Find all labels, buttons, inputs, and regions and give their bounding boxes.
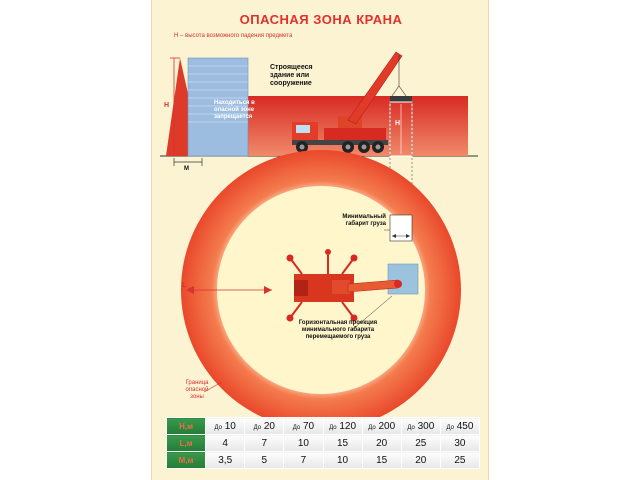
table-cell: 4: [205, 434, 246, 452]
table-cell: 25: [439, 451, 481, 469]
table-cell: 7: [283, 451, 324, 469]
cell-value: 200: [378, 420, 396, 432]
cell-value: 10: [337, 454, 349, 466]
building-floors: [188, 65, 248, 123]
m-label: M: [184, 166, 189, 172]
table-cell: До 70: [283, 417, 324, 435]
table-cell: 30: [439, 434, 481, 452]
l-label: L: [182, 282, 187, 289]
table-row: L,м 4 7 10 15 20 25 30: [165, 434, 481, 452]
table-cell: До 300: [400, 417, 441, 435]
table-cell: 10: [283, 434, 324, 452]
table-cell: 15: [322, 434, 363, 452]
cell-value: 4: [222, 437, 228, 449]
building: [187, 57, 249, 157]
table-cell: 3,5: [205, 451, 246, 469]
row-header: H,м: [165, 417, 207, 435]
table-cell: До 10: [205, 417, 246, 435]
poster-title: ОПАСНАЯ ЗОНА КРАНА: [239, 12, 403, 27]
table-cell: До 450: [439, 417, 481, 435]
cell-value: 120: [339, 420, 357, 432]
row-header: M,м: [165, 451, 207, 469]
cell-value: 25: [454, 454, 466, 466]
boundary-label: Граница опасной зоны: [185, 380, 209, 400]
table-cell: 15: [361, 451, 402, 469]
min-size-label: Минимальный габарит груза: [342, 214, 386, 227]
cell-prefix: До: [253, 424, 262, 431]
table-cell: 10: [322, 451, 363, 469]
cell-value: 7: [261, 437, 268, 449]
table-cell: 25: [400, 434, 441, 452]
table-cell: До 20: [244, 417, 285, 435]
cell-value: 15: [376, 454, 388, 466]
cell-value: 30: [454, 437, 466, 449]
h-right-label: H: [395, 120, 401, 127]
h-left-label: H: [164, 102, 170, 109]
table-cell: 20: [400, 451, 441, 469]
cell-value: 10: [297, 437, 309, 449]
min-load-box: [389, 214, 413, 242]
danger-note-label: Находиться в опасной зоне запрещается: [214, 100, 255, 120]
table-cell: 7: [244, 434, 285, 452]
row-header: L,м: [165, 434, 207, 452]
crane-plan: [286, 249, 402, 322]
cell-value: 70: [303, 420, 315, 432]
load-plan-square: [387, 263, 419, 295]
cell-prefix: До: [407, 424, 415, 431]
cell-prefix: До: [292, 424, 301, 431]
cell-value: 300: [417, 420, 435, 432]
table-row: M,м 3,5 5 7 10 15 20 25: [165, 451, 481, 469]
cell-value: 25: [415, 437, 427, 449]
cell-value: 10: [224, 420, 236, 432]
cell-value: 5: [261, 454, 268, 466]
safety-poster: ОПАСНАЯ ЗОНА КРАНА H – высота возможного…: [151, 0, 489, 480]
building-label: Строящееся здание или сооружение: [270, 64, 313, 87]
poster-graphics: [160, 51, 478, 430]
cell-prefix: До: [214, 424, 222, 431]
cell-value: 20: [415, 454, 427, 466]
table-cell: До 120: [322, 417, 363, 435]
cell-prefix: До: [329, 424, 337, 431]
cell-value: 7: [300, 454, 307, 466]
poster-subtitle: H – высота возможного падения предмета: [174, 33, 293, 39]
cell-value: 15: [337, 437, 349, 449]
cell-value: 20: [263, 420, 275, 432]
cell-value: 450: [456, 420, 474, 432]
cell-prefix: До: [368, 424, 376, 431]
load-outline: [389, 101, 413, 157]
table-cell: 20: [361, 434, 402, 452]
table-cell: До 200: [361, 417, 402, 435]
cell-prefix: До: [446, 424, 454, 431]
table-cell: 5: [244, 451, 285, 469]
crane-truck: [292, 51, 412, 153]
cell-value: 20: [376, 437, 388, 449]
projection-label: Горизонтальная проекция минимального габ…: [298, 320, 378, 340]
cell-value: 3,5: [218, 454, 233, 466]
